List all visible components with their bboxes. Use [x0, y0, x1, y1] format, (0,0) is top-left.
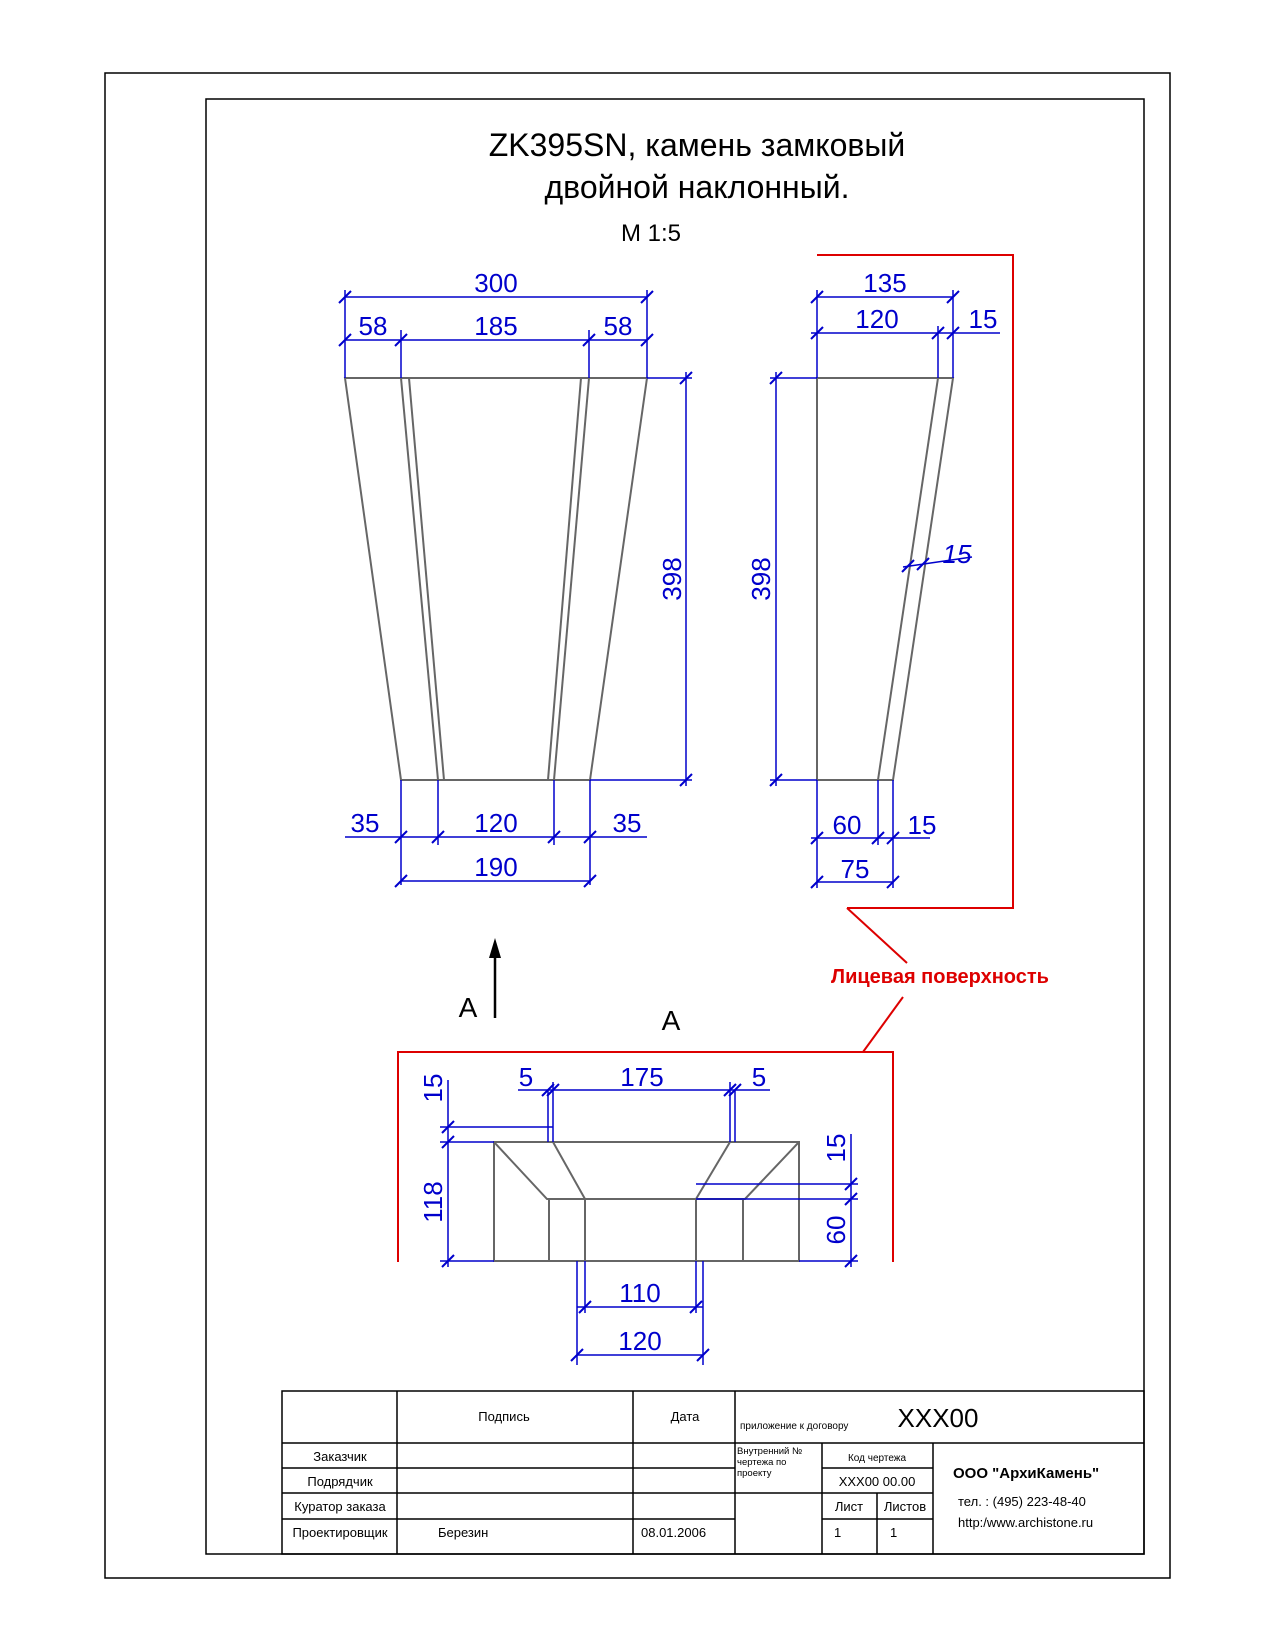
tb-role-designer: Проектировщик [292, 1525, 387, 1540]
section-dim-120: 120 [618, 1326, 661, 1356]
section-arrow-label: А [459, 992, 478, 1023]
section-dimensions [440, 1080, 858, 1365]
section-dim-110: 110 [619, 1278, 660, 1308]
tb-role-curator: Куратор заказа [294, 1499, 386, 1514]
front-dim-35-left: 35 [351, 808, 380, 838]
side-dimensions [769, 290, 1000, 889]
tb-sheet-label: Лист [835, 1499, 863, 1514]
tb-drawing-code-label: Код чертежа [848, 1453, 907, 1464]
front-dim-398: 398 [657, 557, 687, 600]
side-dim-15-slope: 15 [943, 539, 972, 569]
tb-company: ООО "АрхиКамень" [953, 1465, 1099, 1482]
section-outline [493, 1141, 800, 1262]
side-dim-60: 60 [833, 810, 862, 840]
face-surface-label: Лицевая поверхность [831, 966, 1049, 988]
section-arrow [489, 938, 501, 1018]
front-dim-300: 300 [474, 268, 517, 298]
front-view: 300 58 185 58 398 35 120 35 190 [338, 268, 693, 888]
front-dim-58-right: 58 [604, 311, 633, 341]
section-view-label: А [662, 1005, 681, 1036]
tb-designer-date: 08.01.2006 [641, 1525, 706, 1540]
front-dim-58-left: 58 [359, 311, 388, 341]
tb-internal-number-label: Внутренний № чертежа по проекту [737, 1446, 803, 1479]
side-view: 135 120 15 15 398 60 15 75 [746, 268, 1000, 889]
front-dimensions [338, 290, 693, 888]
side-dim-75: 75 [841, 854, 870, 884]
front-dim-35-right: 35 [613, 808, 642, 838]
section-dim-5-right: 5 [752, 1062, 766, 1092]
section-dim-5-left: 5 [519, 1062, 533, 1092]
side-dim-398: 398 [746, 557, 776, 600]
outer-frame [104, 72, 1171, 1579]
front-outline [343, 377, 649, 781]
section-dim-15-right: 15 [821, 1134, 851, 1163]
tb-contract-number: XXX00 [898, 1403, 979, 1433]
tb-role-contractor: Подрядчик [307, 1474, 373, 1489]
section-dim-118: 118 [418, 1181, 448, 1222]
front-dim-120: 120 [474, 808, 517, 838]
tb-sheets-value: 1 [890, 1525, 897, 1540]
section-view: 5 175 5 15 118 15 60 110 120 [418, 1062, 858, 1365]
side-dim-15-bottom: 15 [908, 810, 937, 840]
tb-sheets-label: Листов [884, 1499, 926, 1514]
inner-frame [205, 98, 1145, 1555]
section-dim-175: 175 [620, 1062, 663, 1092]
tb-col-signature: Подпись [478, 1409, 530, 1424]
section-dim-15-left: 15 [418, 1074, 448, 1103]
drawing-title-line2: двойной наклонный. [545, 169, 850, 205]
title-block: Подпись Дата приложение к договору XXX00… [281, 1390, 1145, 1555]
tb-designer-name: Березин [438, 1525, 488, 1540]
drawing-title-line1: ZK395SN, камень замковый [489, 127, 906, 163]
tb-contract-label: приложение к договору [740, 1421, 848, 1432]
section-dim-60: 60 [821, 1216, 851, 1245]
tb-role-customer: Заказчик [313, 1449, 367, 1464]
tb-phone: тел. : (495) 223-48-40 [958, 1494, 1086, 1509]
tb-website: http:/www.archistone.ru [958, 1515, 1093, 1530]
tb-drawing-code: XXX00 00.00 [839, 1474, 916, 1489]
front-dim-190: 190 [474, 852, 517, 882]
side-dim-15-top: 15 [969, 304, 998, 334]
side-dim-135: 135 [863, 268, 906, 298]
face-surface-markers [397, 254, 1014, 1262]
tb-col-date: Дата [671, 1409, 701, 1424]
drawing-scale: М 1:5 [621, 220, 681, 247]
front-dim-185: 185 [474, 311, 517, 341]
side-dim-120: 120 [855, 304, 898, 334]
side-outline [816, 377, 955, 781]
tb-sheet-value: 1 [834, 1525, 841, 1540]
